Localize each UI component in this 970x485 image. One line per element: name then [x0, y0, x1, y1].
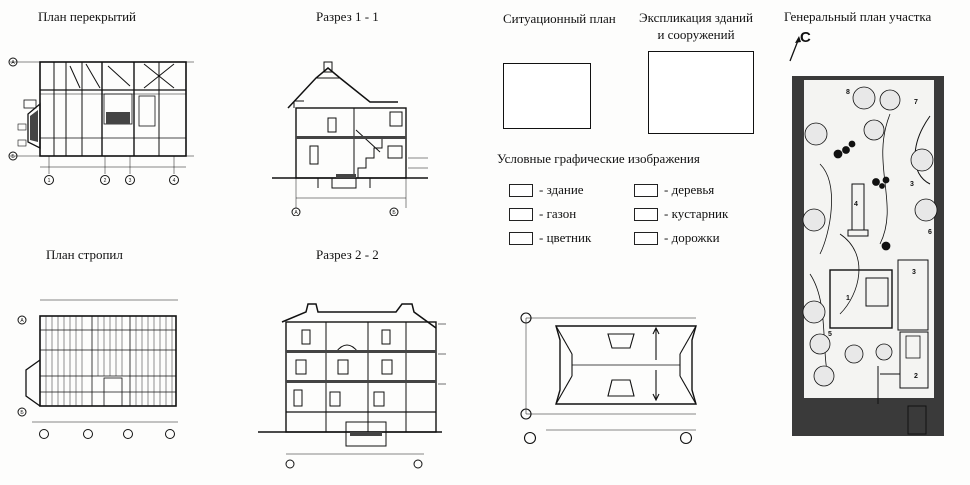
axis-label: А — [20, 318, 24, 324]
axis-label: Б — [11, 154, 15, 160]
legend-swatch — [509, 207, 533, 221]
legend-label: - дорожки — [664, 230, 720, 245]
section-1-title: Разрез 1 - 1 — [316, 9, 379, 24]
site-marker: 4 — [854, 201, 858, 208]
section-1-drawing: А Б — [272, 61, 428, 216]
explication-box — [648, 51, 754, 134]
explication-title-line2: и сооружений — [657, 27, 735, 42]
site-marker: 1 — [846, 295, 850, 302]
site-marker: 3 — [910, 181, 914, 188]
explication-title: Экспликация зданий и сооружений — [626, 9, 766, 43]
legend-swatch — [634, 207, 658, 221]
axis-label: Б — [20, 410, 24, 416]
explication-title-line1: Экспликация зданий — [639, 10, 753, 25]
roof-plan-drawing — [520, 312, 697, 445]
site-plan-box — [503, 63, 591, 129]
site-marker: 5 — [828, 331, 832, 338]
legend-label: - деревья — [664, 182, 715, 197]
axis-label: Б — [392, 210, 396, 216]
axis-label: 4 — [173, 178, 176, 184]
axis-label: 3 — [129, 178, 132, 184]
legend-label: - кустарник — [664, 206, 729, 221]
legend-label: - цветник — [539, 230, 592, 245]
rafter-plan-title: План стропил — [46, 247, 123, 262]
section-2-drawing — [258, 303, 446, 469]
site-marker: 3 — [912, 269, 916, 276]
site-marker: 8 — [846, 89, 850, 96]
site-marker: 7 — [914, 99, 918, 106]
legend-lawn: - газон — [509, 206, 576, 222]
legend-shrubs: - кустарник — [634, 206, 728, 222]
axis-label: 2 — [104, 178, 107, 184]
site-plan-title: Ситуационный план — [503, 11, 616, 26]
floor-plan-drawing: А Б 1 2 3 4 — [8, 57, 194, 185]
legend-flowerbed: - цветник — [509, 230, 591, 246]
north-label: С — [800, 29, 811, 46]
site-marker: 2 — [914, 373, 918, 380]
legend-label: - газон — [539, 206, 577, 221]
rafter-plan-drawing: А Б — [17, 299, 178, 439]
general-plan-drawing: 8 7 4 3 6 3 1 5 2 — [792, 76, 944, 436]
section-2-title: Разрез 2 - 2 — [316, 247, 379, 262]
floor-plan-title: План перекрытий — [38, 9, 136, 24]
site-marker: 6 — [928, 229, 932, 236]
axis-label: 1 — [48, 178, 51, 184]
legend-swatch — [509, 231, 533, 245]
north-arrow-icon — [789, 36, 801, 62]
general-plan-title: Генеральный план участка — [784, 9, 932, 24]
legend-building: - здание — [509, 182, 584, 198]
legend-swatch — [634, 183, 658, 197]
legend-title: Условные графические изображения — [497, 151, 700, 166]
legend-paths: - дорожки — [634, 230, 720, 246]
axis-label: А — [294, 210, 298, 216]
legend-swatch — [509, 183, 533, 197]
axis-label: А — [11, 60, 15, 66]
legend-trees: - деревья — [634, 182, 714, 198]
legend-swatch — [634, 231, 658, 245]
legend-label: - здание — [539, 182, 584, 197]
